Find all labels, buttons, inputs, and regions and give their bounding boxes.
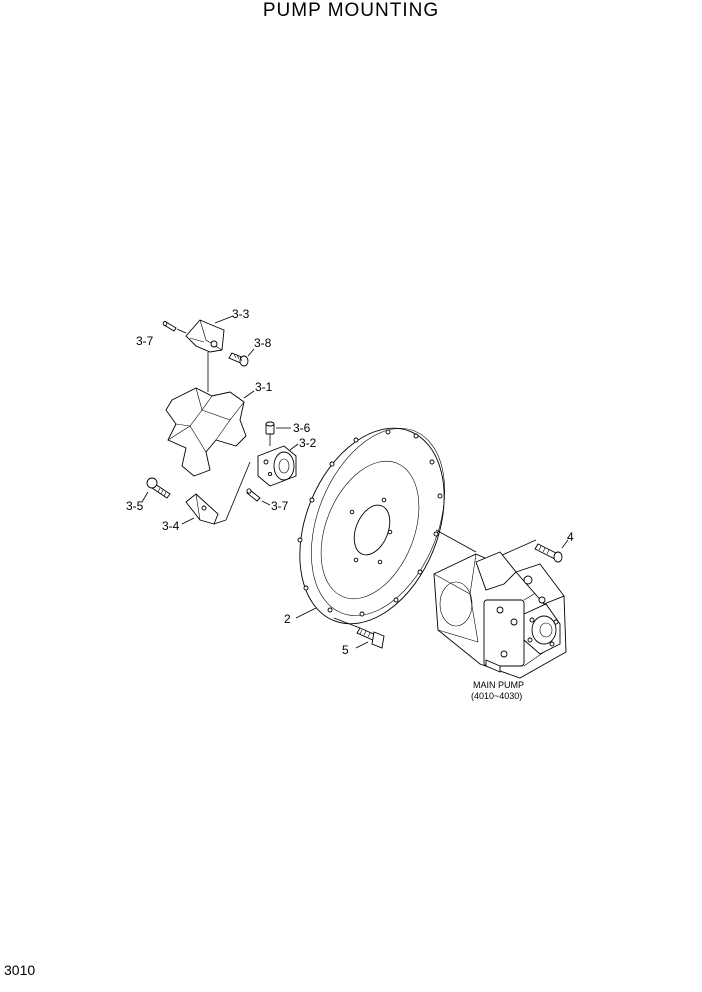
part-3-6-set-screw [265,421,275,435]
callout-4: 4 [567,530,574,544]
part-3-4-wedge [185,493,219,525]
part-3-3-bracket [185,319,225,353]
part-3-2-hub [257,445,297,487]
part-3-8-bolt [228,352,249,367]
part-5-bolt [356,627,385,649]
main-pump-caption-line2: (4010~4030) [471,691,522,701]
callout-3-5: 3-5 [126,499,144,513]
part-3-1-coupling-element [165,387,247,477]
callout-3-8: 3-8 [254,336,272,350]
part-3-7-pin-lower [246,488,261,502]
callout-3-7-top: 3-7 [136,334,154,348]
page-number: 3010 [4,962,36,978]
callout-3-6: 3-6 [293,421,311,435]
callout-2: 2 [284,612,291,626]
page-title: PUMP MOUNTING [262,0,440,21]
callout-3-1: 3-1 [255,380,273,394]
callout-3-2: 3-2 [299,436,317,450]
main-pump-caption-line1: MAIN PUMP [473,680,524,690]
part-2-flywheel-plate [297,427,445,625]
part-3-7-pin-top [162,321,177,332]
callout-3-3: 3-3 [232,307,250,321]
callout-5: 5 [342,643,349,657]
part-3-5-bolt [146,477,171,499]
callout-3-7-lower: 3-7 [271,499,289,513]
main-pump [433,551,567,679]
part-4-bolt [534,543,563,563]
callout-3-4: 3-4 [162,519,180,533]
